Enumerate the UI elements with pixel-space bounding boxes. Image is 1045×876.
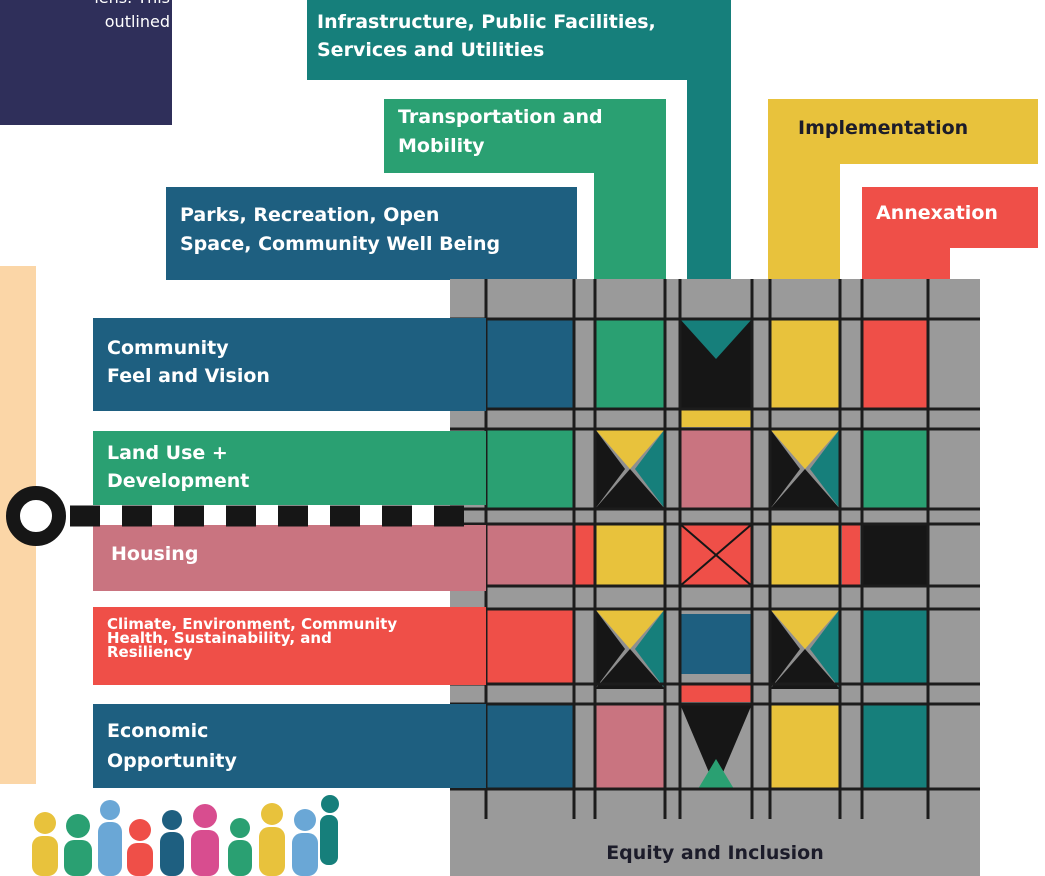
- quilt-strip: [680, 409, 752, 427]
- quilt-block: [862, 609, 928, 684]
- quilt-triangle: [595, 469, 665, 509]
- quilt-block: [486, 704, 574, 789]
- row-label-community-feel-text: Community Feel and Vision: [107, 337, 270, 387]
- quilt-block: [486, 319, 574, 409]
- quilt-block: [770, 319, 840, 409]
- quilt-block: [680, 429, 752, 509]
- intro-box: lens. This outlined: [0, 0, 172, 125]
- people-illustration-icon: [32, 795, 339, 876]
- column-label-parks-text: Parks, Recreation, Open Space, Community…: [180, 204, 501, 255]
- quilt-block: [862, 524, 928, 586]
- quilt-stitch: [679, 523, 753, 587]
- column-label-implementation-text: Implementation: [798, 117, 969, 139]
- row-label-housing: Housing: [93, 525, 486, 591]
- side-panel: [0, 266, 36, 784]
- column-label-annexation-text: Annexation: [876, 202, 998, 224]
- quilt-block: [680, 614, 752, 674]
- quilt-block: [486, 429, 574, 509]
- quilt-triangle: [595, 609, 625, 689]
- column-label-transportation: Transportation and Mobility: [384, 99, 666, 173]
- column-label-infrastructure: Infrastructure, Public Facilities, Servi…: [307, 0, 731, 80]
- people-group-icon: [32, 795, 339, 876]
- quilt-triangle: [770, 609, 840, 649]
- column-label-implementation: Implementation: [768, 99, 1038, 164]
- stem-transportation: [594, 173, 666, 280]
- quilt-block: [862, 704, 928, 789]
- quilt-block: [770, 704, 840, 789]
- quilt-block: [770, 524, 840, 586]
- column-label-annexation: Annexation: [862, 187, 1038, 248]
- quilt-triangle: [595, 429, 625, 509]
- quilt-triangle: [770, 429, 840, 469]
- quilt-triangle: [680, 319, 752, 359]
- column-label-infrastructure-text: Infrastructure, Public Facilities, Servi…: [317, 11, 656, 61]
- row-label-land-use: Land Use + Development: [93, 431, 486, 505]
- quilt-triangle: [770, 649, 840, 689]
- row-label-climate-text: Climate, Environment, Community Health, …: [107, 615, 398, 661]
- quilt-block: [862, 429, 928, 509]
- quilt-block: [486, 524, 574, 586]
- row-label-community-feel: Community Feel and Vision: [93, 318, 486, 411]
- quilt-triangle: [770, 429, 800, 509]
- quilt-triangle: [595, 429, 665, 469]
- row-label-climate: Climate, Environment, Community Health, …: [93, 607, 486, 685]
- quilt-triangle: [770, 609, 800, 689]
- quilt-triangle: [810, 609, 840, 689]
- quilt-strip: [574, 524, 594, 586]
- quilt-block: [595, 704, 665, 789]
- quilt-triangle: [698, 759, 734, 789]
- quilt-triangle: [635, 609, 665, 689]
- stem-annexation: [862, 248, 950, 280]
- quilt-triangle: [595, 649, 665, 689]
- quilt-triangle: [810, 429, 840, 509]
- intro-text: lens. This outlined: [94, 0, 170, 31]
- row-label-economic: Economic Opportunity: [93, 704, 486, 788]
- equity-inclusion-label: Equity and Inclusion: [606, 842, 824, 864]
- quilt-pattern: [450, 279, 980, 819]
- quilt-triangle: [635, 429, 665, 509]
- column-label-transportation-text: Transportation and Mobility: [398, 106, 603, 157]
- quilt-grid: Equity and Inclusion: [450, 279, 980, 876]
- quilt-triangle: [770, 469, 840, 509]
- stem-infrastructure: [687, 80, 731, 280]
- quilt-triangle: [595, 609, 665, 649]
- quilt-block: [486, 609, 574, 684]
- row-label-economic-text: Economic Opportunity: [107, 720, 237, 772]
- quilt-block: [862, 319, 928, 409]
- quilt-strip: [680, 684, 752, 702]
- stem-implementation: [768, 164, 840, 280]
- quilt-strip: [842, 524, 860, 586]
- quilt-block: [595, 319, 665, 409]
- quilt-triangle: [680, 704, 752, 789]
- quilt-block: [595, 524, 665, 586]
- row-label-land-use-text: Land Use + Development: [107, 442, 250, 492]
- column-label-parks: Parks, Recreation, Open Space, Community…: [166, 187, 577, 280]
- row-label-housing-text: Housing: [111, 543, 199, 565]
